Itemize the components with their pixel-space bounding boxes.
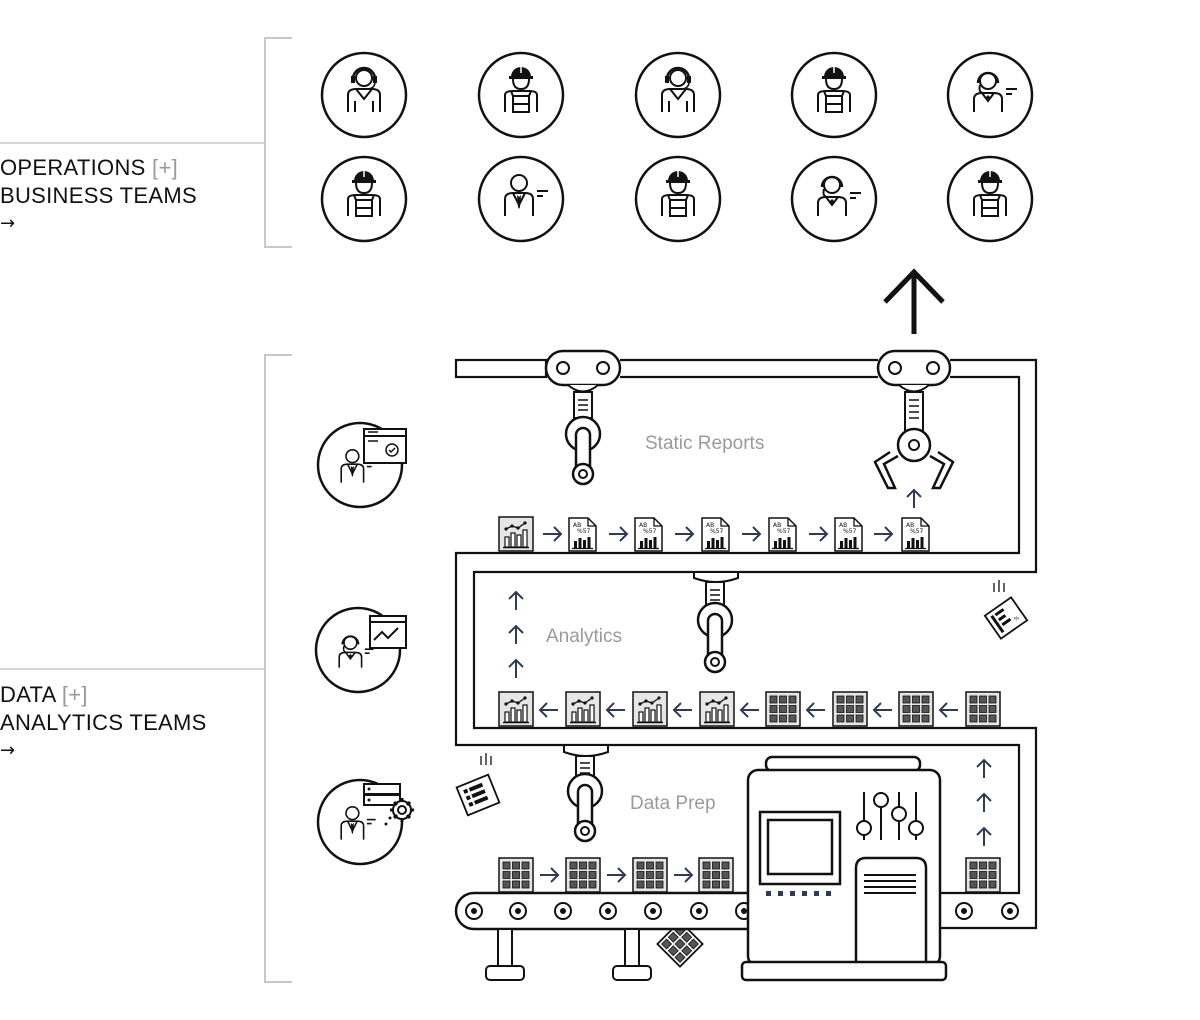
arrow-up-icon xyxy=(976,827,992,847)
person-icon-analyst-checklist xyxy=(316,421,407,509)
operations-people-grid xyxy=(320,51,1034,243)
arrow-up-icon xyxy=(906,489,922,509)
grid-tile xyxy=(832,691,868,727)
arrow-left-icon xyxy=(606,702,626,718)
chart-tile xyxy=(565,691,601,727)
grid-tile xyxy=(498,857,534,893)
report-doc xyxy=(568,517,597,552)
arrow-left-icon xyxy=(873,702,893,718)
person-icon-hardhat-worker xyxy=(477,51,565,139)
arrow-right-icon xyxy=(741,526,761,542)
person-icon-analyst-chart xyxy=(314,606,407,694)
discarded-report-icon: % xyxy=(983,596,1029,640)
discarded-grid-icon xyxy=(656,920,704,968)
robot-arm-analytics xyxy=(693,571,739,674)
robot-arm-static-left xyxy=(544,349,622,486)
grid-tile xyxy=(765,691,801,727)
person-icon-hardhat-worker xyxy=(634,155,722,243)
data-team-people xyxy=(314,421,414,866)
arrow-right-icon xyxy=(606,867,626,883)
stage-label-static-reports: Static Reports xyxy=(645,433,765,454)
operations-business-teams-label: OPERATIONS [+] BUSINESS TEAMS → xyxy=(0,154,197,238)
conveyor-right-segment xyxy=(955,902,1019,920)
conveyor-belt xyxy=(454,891,768,981)
operations-bracket xyxy=(264,37,292,248)
report-doc xyxy=(834,517,863,552)
group-title-line1: OPERATIONS xyxy=(0,155,146,180)
report-doc xyxy=(634,517,663,552)
arrow-up-icon xyxy=(976,793,992,813)
arrow-right-icon[interactable]: → xyxy=(0,213,16,234)
chart-tile xyxy=(498,691,534,727)
arrow-up-icon xyxy=(508,625,524,645)
robot-claw-arm xyxy=(873,349,955,490)
grid-tile xyxy=(898,691,934,727)
stage-label-analytics: Analytics xyxy=(546,626,623,647)
arrow-left-icon xyxy=(673,702,693,718)
stage-label-data-prep: Data Prep xyxy=(630,793,716,814)
arrow-right-icon xyxy=(674,526,694,542)
motion-lines-icon xyxy=(993,580,1005,592)
arrow-left-icon xyxy=(539,702,559,718)
arrow-left-icon xyxy=(939,702,959,718)
chart-tile xyxy=(498,516,534,552)
analytics-row xyxy=(498,591,1001,727)
arrow-left-icon xyxy=(740,702,760,718)
arrow-left-icon xyxy=(806,702,826,718)
delivery-arrow-icon xyxy=(883,268,945,334)
processing-machine xyxy=(740,755,948,982)
arrow-right-icon xyxy=(873,526,893,542)
arrow-right-icon xyxy=(673,867,693,883)
person-icon-headset-agent xyxy=(634,51,722,139)
grid-tile xyxy=(965,691,1001,727)
grid-tile xyxy=(565,857,601,893)
person-icon-hardhat-worker xyxy=(790,51,878,139)
person-icon-hardhat-worker xyxy=(946,155,1034,243)
report-doc xyxy=(768,517,797,552)
arrow-right-icon[interactable]: → xyxy=(0,740,16,761)
chart-tile xyxy=(632,691,668,727)
person-icon-headset-woman xyxy=(946,51,1034,139)
group-title-line1: DATA xyxy=(0,682,56,707)
group-title-line2: ANALYTICS TEAMS xyxy=(0,710,207,735)
svg-text:%: % xyxy=(1013,615,1021,623)
data-bracket xyxy=(264,354,292,983)
motion-lines-icon xyxy=(480,753,492,765)
arrow-up-icon xyxy=(508,591,524,611)
report-doc xyxy=(901,517,930,552)
robot-arm-data-prep xyxy=(563,744,609,843)
discarded-list-icon xyxy=(455,773,501,817)
chart-tile xyxy=(699,691,735,727)
person-icon-hardhat-worker xyxy=(320,155,408,243)
arrow-right-icon xyxy=(808,526,828,542)
static-reports-row xyxy=(498,489,930,552)
arrow-right-icon xyxy=(542,526,562,542)
grid-tile xyxy=(698,857,734,893)
arrow-up-icon xyxy=(508,659,524,679)
arrow-up-icon xyxy=(976,759,992,779)
grid-tile xyxy=(965,857,1001,893)
group-title-line2: BUSINESS TEAMS xyxy=(0,183,197,208)
person-icon-headset-woman xyxy=(790,155,878,243)
arrow-right-icon xyxy=(539,867,559,883)
person-icon-businessman xyxy=(477,155,565,243)
grid-tile xyxy=(632,857,668,893)
expand-bracket[interactable]: [+] xyxy=(61,682,88,707)
report-doc xyxy=(701,517,730,552)
person-icon-engineer-gears xyxy=(316,778,414,866)
data-analytics-teams-label: DATA [+] ANALYTICS TEAMS → xyxy=(0,681,207,765)
person-icon-headset-agent xyxy=(320,51,408,139)
expand-bracket[interactable]: [+] xyxy=(152,155,179,180)
arrow-right-icon xyxy=(608,526,628,542)
